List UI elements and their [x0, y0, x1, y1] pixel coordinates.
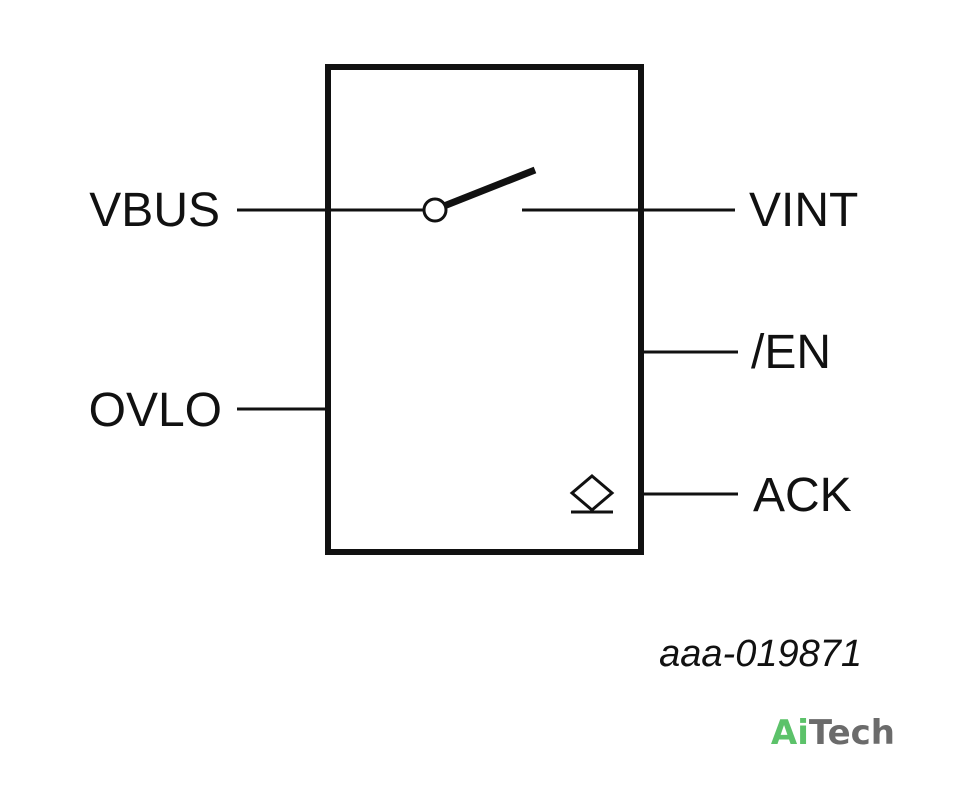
pin-label-vbus: VBUS — [89, 184, 220, 237]
watermark-logo: AiTech — [771, 713, 895, 753]
pin-label-ack: ACK — [753, 469, 852, 522]
watermark-part2: Tech — [809, 713, 895, 753]
component-body — [325, 64, 644, 555]
switch-pivot — [422, 197, 448, 223]
pin-label-ovlo: OVLO — [89, 384, 222, 437]
document-id: aaa-019871 — [659, 633, 862, 675]
pin-label-en: /EN — [751, 326, 831, 379]
open-drain-icon — [569, 474, 615, 514]
switch-blade — [442, 166, 537, 210]
pin-label-vint: VINT — [749, 184, 858, 237]
watermark-part1: Ai — [771, 713, 809, 753]
